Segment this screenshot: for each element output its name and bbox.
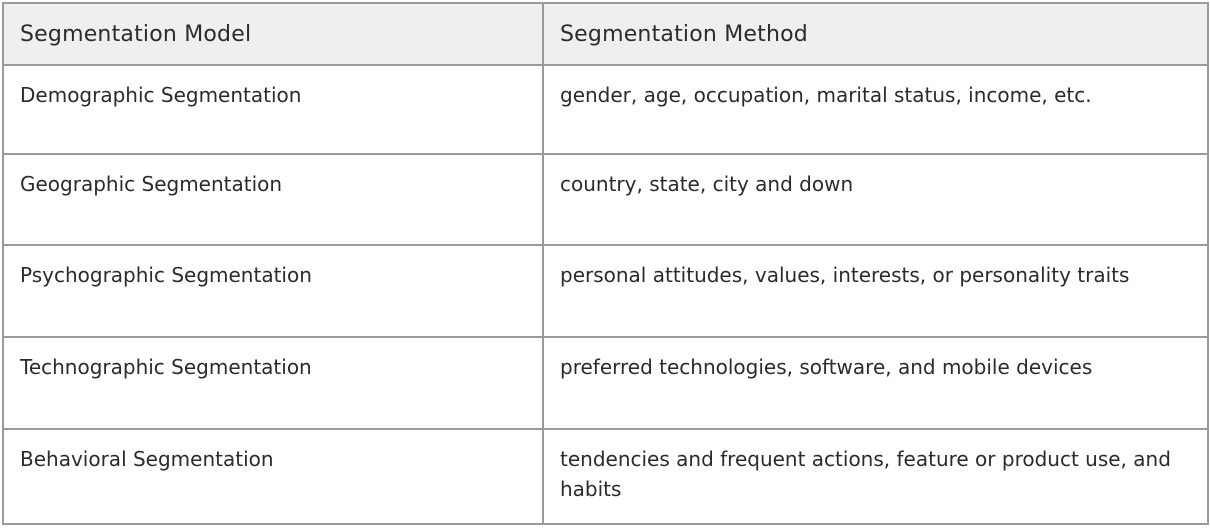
cell-model: Psychographic Segmentation xyxy=(2,243,544,339)
table-row: Geographic Segmentation country, state, … xyxy=(2,153,1209,246)
cell-method: preferred technologies, software, and mo… xyxy=(542,336,1209,430)
table-header: Segmentation Model Segmentation Method xyxy=(2,2,1209,66)
cell-method: gender, age, occupation, marital status,… xyxy=(542,63,1209,156)
cell-model: Technographic Segmentation xyxy=(2,336,544,430)
table-row: Psychographic Segmentation personal atti… xyxy=(2,243,1209,339)
header-segmentation-model: Segmentation Model xyxy=(2,2,544,66)
table-row: Demographic Segmentation gender, age, oc… xyxy=(2,63,1209,156)
table-row: Behavioral Segmentation tendencies and f… xyxy=(2,427,1209,526)
cell-model: Demographic Segmentation xyxy=(2,63,544,156)
table-body: Demographic Segmentation gender, age, oc… xyxy=(2,63,1209,526)
cell-method: country, state, city and down xyxy=(542,153,1209,246)
cell-method: personal attitudes, values, interests, o… xyxy=(542,243,1209,339)
cell-method: tendencies and frequent actions, feature… xyxy=(542,427,1209,526)
cell-model: Geographic Segmentation xyxy=(2,153,544,246)
header-row: Segmentation Model Segmentation Method xyxy=(2,2,1209,66)
cell-model: Behavioral Segmentation xyxy=(2,427,544,526)
header-segmentation-method: Segmentation Method xyxy=(542,2,1209,66)
table-row: Technographic Segmentation preferred tec… xyxy=(2,336,1209,430)
